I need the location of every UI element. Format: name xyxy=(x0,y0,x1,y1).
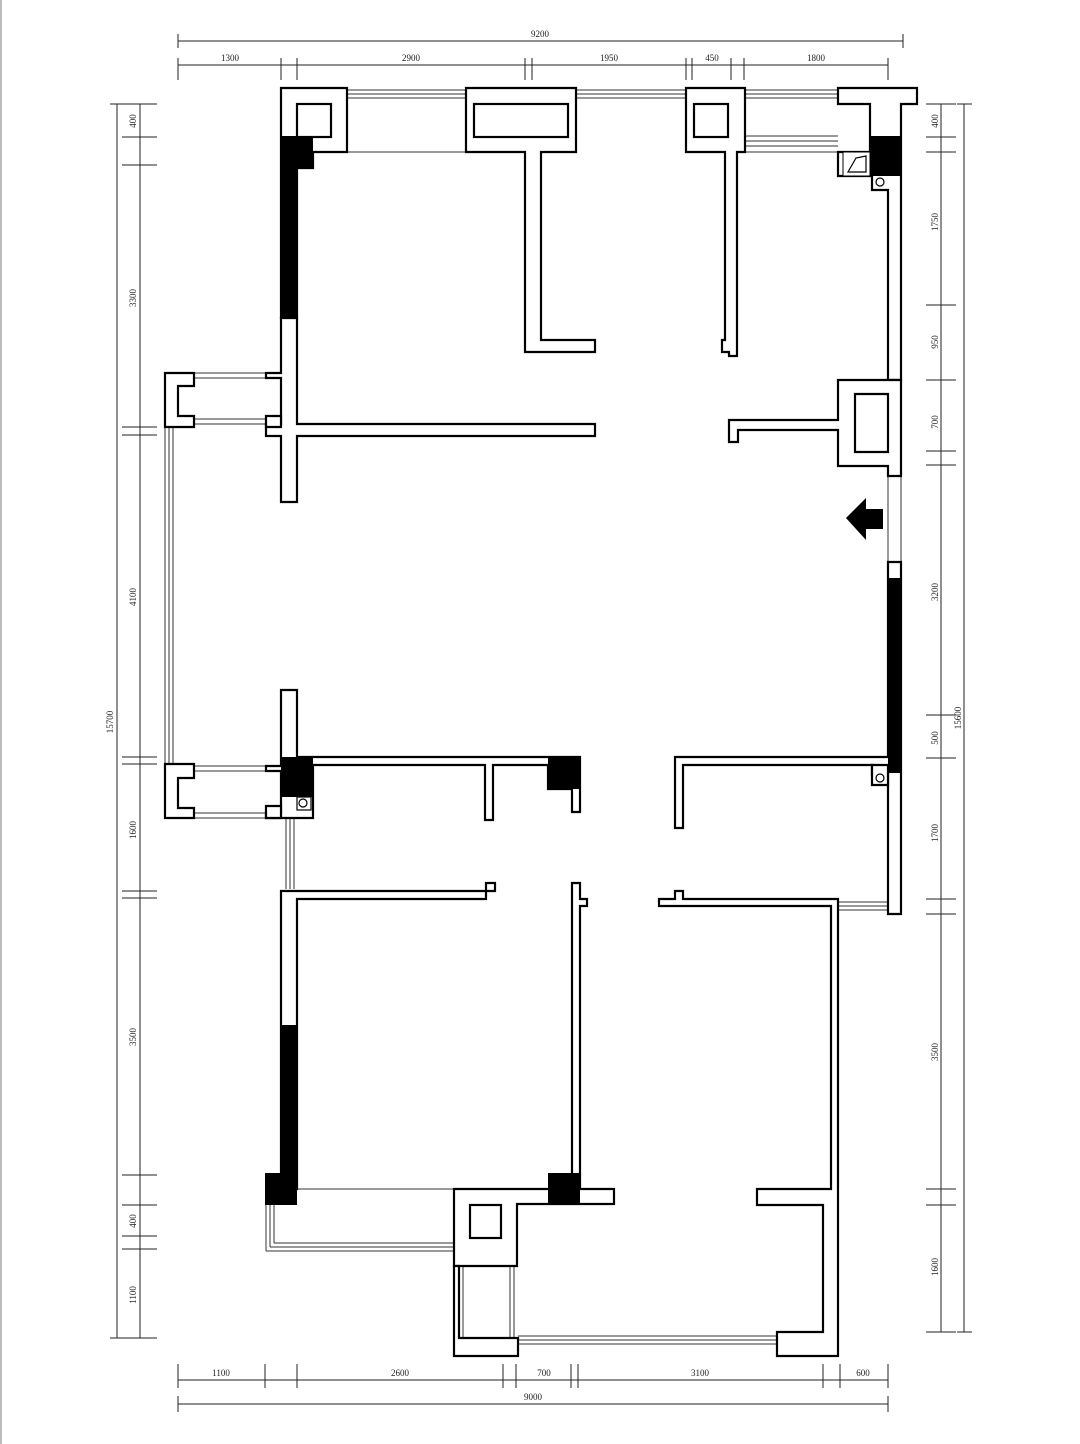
wall-left-upper xyxy=(264,316,597,504)
dim-top-4: 450 xyxy=(705,53,719,63)
wall-bottom-right xyxy=(657,889,840,1358)
dim-right-2: 1750 xyxy=(930,213,940,232)
dimension-bottom: 1100 2600 700 3100 600 9000 xyxy=(177,1364,889,1412)
page-border xyxy=(0,0,2,1444)
dim-bottom-5: 600 xyxy=(856,1368,870,1378)
dimension-top: 9200 1300 2900 1950 450 1800 xyxy=(177,29,904,80)
dim-left-4: 1600 xyxy=(128,821,138,840)
stair-fixture-icon xyxy=(846,155,867,173)
dim-left-total: 15700 xyxy=(105,710,115,733)
dimension-right: 400 1750 950 700 3200 500 1700 3500 1600… xyxy=(926,103,972,1333)
wall-top-right xyxy=(836,86,919,382)
dim-bottom-total: 9000 xyxy=(524,1392,543,1402)
dim-left-2: 3300 xyxy=(128,289,138,308)
dim-bottom-2: 2600 xyxy=(391,1368,410,1378)
dim-right-5: 3200 xyxy=(930,583,940,602)
wall-top-pillar-2 xyxy=(684,86,747,358)
windows xyxy=(164,89,902,1345)
column xyxy=(548,1173,580,1205)
dim-left-1: 400 xyxy=(128,114,138,128)
dim-right-7: 1700 xyxy=(930,824,940,843)
wall-left-mid xyxy=(264,688,582,822)
dim-right-9: 1600 xyxy=(930,1258,940,1277)
column xyxy=(281,757,313,797)
columns xyxy=(265,136,901,1205)
wall-bottom-left xyxy=(279,881,497,1191)
wall-middle-partition xyxy=(452,881,616,1268)
dim-top-1: 1300 xyxy=(221,53,240,63)
pipe-icon xyxy=(875,773,885,783)
dim-top-5: 1800 xyxy=(807,53,826,63)
dim-left-7: 1100 xyxy=(128,1286,138,1304)
column xyxy=(265,1173,297,1205)
column xyxy=(888,578,901,773)
dim-top-2: 2900 xyxy=(402,53,421,63)
pipe-icon xyxy=(298,798,308,808)
dim-right-4: 700 xyxy=(930,415,940,429)
dim-right-8: 3500 xyxy=(930,1043,940,1062)
dim-left-3: 4100 xyxy=(128,588,138,607)
dim-left-6: 400 xyxy=(128,1214,138,1228)
wall-right-mid xyxy=(673,560,903,916)
column xyxy=(281,1025,297,1189)
dim-top-3: 1950 xyxy=(600,53,619,63)
dimension-left: 15700 400 3300 4100 1600 3500 400 1100 xyxy=(105,103,157,1339)
wall-bay-lower xyxy=(163,762,196,820)
wall-bottom-balcony xyxy=(452,1264,520,1358)
dim-left-5: 3500 xyxy=(128,1028,138,1047)
column xyxy=(548,757,580,789)
wall-top-pillar-1 xyxy=(464,86,597,354)
dim-top-total: 9200 xyxy=(531,29,550,39)
dim-right-1: 400 xyxy=(930,114,940,128)
column xyxy=(281,168,297,318)
fixtures xyxy=(296,155,885,811)
dim-right-3: 950 xyxy=(930,335,940,349)
wall-bay-upper xyxy=(163,371,196,429)
dim-bottom-1: 1100 xyxy=(212,1368,230,1378)
walls xyxy=(163,86,919,1358)
dim-right-total: 15600 xyxy=(953,706,963,729)
dim-bottom-4: 3100 xyxy=(691,1368,710,1378)
entrance-arrow-icon xyxy=(846,498,883,540)
dim-bottom-3: 700 xyxy=(537,1368,551,1378)
column xyxy=(870,136,901,176)
column xyxy=(281,136,313,168)
pipe-icon xyxy=(875,177,885,187)
dim-right-6: 500 xyxy=(930,731,940,745)
